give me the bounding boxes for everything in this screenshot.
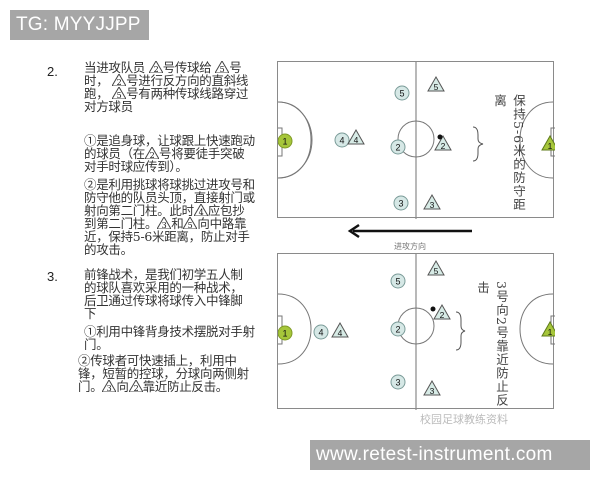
svg-text:5: 5 — [395, 277, 400, 287]
section-3-number: 3. — [47, 269, 58, 284]
svg-text:5: 5 — [434, 266, 439, 276]
triangle-marker-icon: 2 — [128, 380, 143, 392]
svg-text:1: 1 — [282, 329, 287, 339]
attack-direction-arrow — [347, 223, 472, 239]
counter-attack-annotation: 3号向2号靠近防止反击 — [475, 281, 509, 407]
triangle-marker-icon: 5 — [112, 87, 127, 99]
player-circle-2: 2 — [390, 321, 406, 337]
player-triangle-3: 3 — [423, 379, 441, 396]
svg-text:3: 3 — [430, 200, 435, 210]
player-triangle-1: 1 — [541, 320, 555, 337]
player-tokens: 1 4 5 2 3 5 4 2 3 1 — [278, 259, 555, 396]
svg-text:3: 3 — [107, 384, 112, 392]
svg-text:5: 5 — [399, 89, 404, 99]
tag-badge: TG: MYYJJPP — [10, 10, 149, 40]
player-circle-5: 5 — [390, 273, 406, 289]
svg-text:3: 3 — [162, 221, 167, 229]
player-circle-1: 1 — [278, 325, 293, 341]
url-badge: www.retest-instrument.com — [310, 440, 590, 470]
player-triangle-5: 5 — [427, 259, 445, 276]
svg-text:4: 4 — [338, 328, 343, 338]
ball-icon — [437, 134, 443, 140]
svg-text:2: 2 — [395, 143, 400, 153]
svg-text:4: 4 — [318, 328, 323, 338]
section-2-number: 2. — [47, 64, 58, 79]
player-circle-4: 4 — [313, 324, 329, 340]
triangle-marker-icon: 5 — [183, 217, 198, 229]
svg-text:2: 2 — [441, 141, 446, 151]
player-circle-5: 5 — [394, 85, 410, 101]
player-triangle-2: 2 — [434, 134, 452, 151]
player-triangle-1: 1 — [541, 134, 555, 151]
pitch-lines — [278, 254, 555, 410]
svg-text:4: 4 — [354, 135, 359, 145]
svg-text:4: 4 — [198, 208, 203, 216]
svg-text:2: 2 — [117, 78, 122, 86]
section-3-point-1: ①利用中锋背身技术摆脱对手射门。 — [84, 324, 255, 352]
player-triangle-4: 4 — [331, 321, 349, 338]
svg-text:3: 3 — [430, 386, 435, 396]
player-circle-4: 4 — [334, 132, 350, 148]
svg-text:5: 5 — [117, 91, 122, 99]
svg-text:2: 2 — [440, 310, 445, 320]
triangle-marker-icon: 4 — [193, 204, 208, 216]
svg-text:2: 2 — [153, 65, 158, 73]
svg-text:2: 2 — [150, 151, 155, 159]
ball-icon — [430, 306, 436, 312]
svg-text:2: 2 — [395, 325, 400, 335]
player-triangle-5: 5 — [427, 75, 445, 92]
attack-direction-label: 进攻方向 — [394, 242, 426, 251]
pitch-diagram-1: 1 4 5 2 3 4 5 2 3 1 保持5-6米的防守距离 — [277, 61, 555, 219]
defense-distance-annotation: 保持5-6米的防守距离 — [492, 94, 526, 212]
svg-text:1: 1 — [282, 137, 287, 147]
svg-text:3: 3 — [395, 378, 400, 388]
svg-text:3: 3 — [398, 199, 403, 209]
svg-text:1: 1 — [548, 327, 553, 337]
triangle-marker-icon: 5 — [215, 61, 230, 73]
svg-text:4: 4 — [339, 136, 344, 146]
triangle-marker-icon: 3 — [102, 380, 117, 392]
player-circle-2: 2 — [390, 139, 406, 155]
svg-text:1: 1 — [548, 141, 553, 151]
pitch-diagram-2: 1 4 5 2 3 5 4 2 3 1 3号向2号靠近防止反击 — [277, 253, 555, 410]
triangle-marker-icon: 2 — [112, 74, 127, 86]
svg-text:2: 2 — [133, 384, 138, 392]
svg-text:5: 5 — [188, 221, 193, 229]
triangle-marker-icon: 3 — [157, 217, 172, 229]
player-triangle-2: 2 — [433, 303, 451, 320]
section-3-intro: 前锋战术，是我们初学五人制的球队喜欢采用的一种战术，后卫通过传球将球传入中锋脚下 — [84, 267, 243, 321]
svg-text:5: 5 — [434, 82, 439, 92]
player-circle-3: 3 — [390, 374, 406, 390]
player-triangle-4: 4 — [347, 128, 365, 145]
player-triangle-3: 3 — [423, 193, 441, 210]
triangle-marker-icon: 2 — [148, 61, 163, 73]
player-circle-3: 3 — [393, 195, 409, 211]
player-tokens: 1 4 5 2 3 4 5 2 3 1 — [278, 75, 555, 211]
player-circle-1: 1 — [278, 133, 293, 149]
svg-text:5: 5 — [220, 65, 225, 73]
triangle-marker-icon: 2 — [145, 147, 160, 159]
watermark: 校园足球教练资料 — [420, 413, 508, 426]
